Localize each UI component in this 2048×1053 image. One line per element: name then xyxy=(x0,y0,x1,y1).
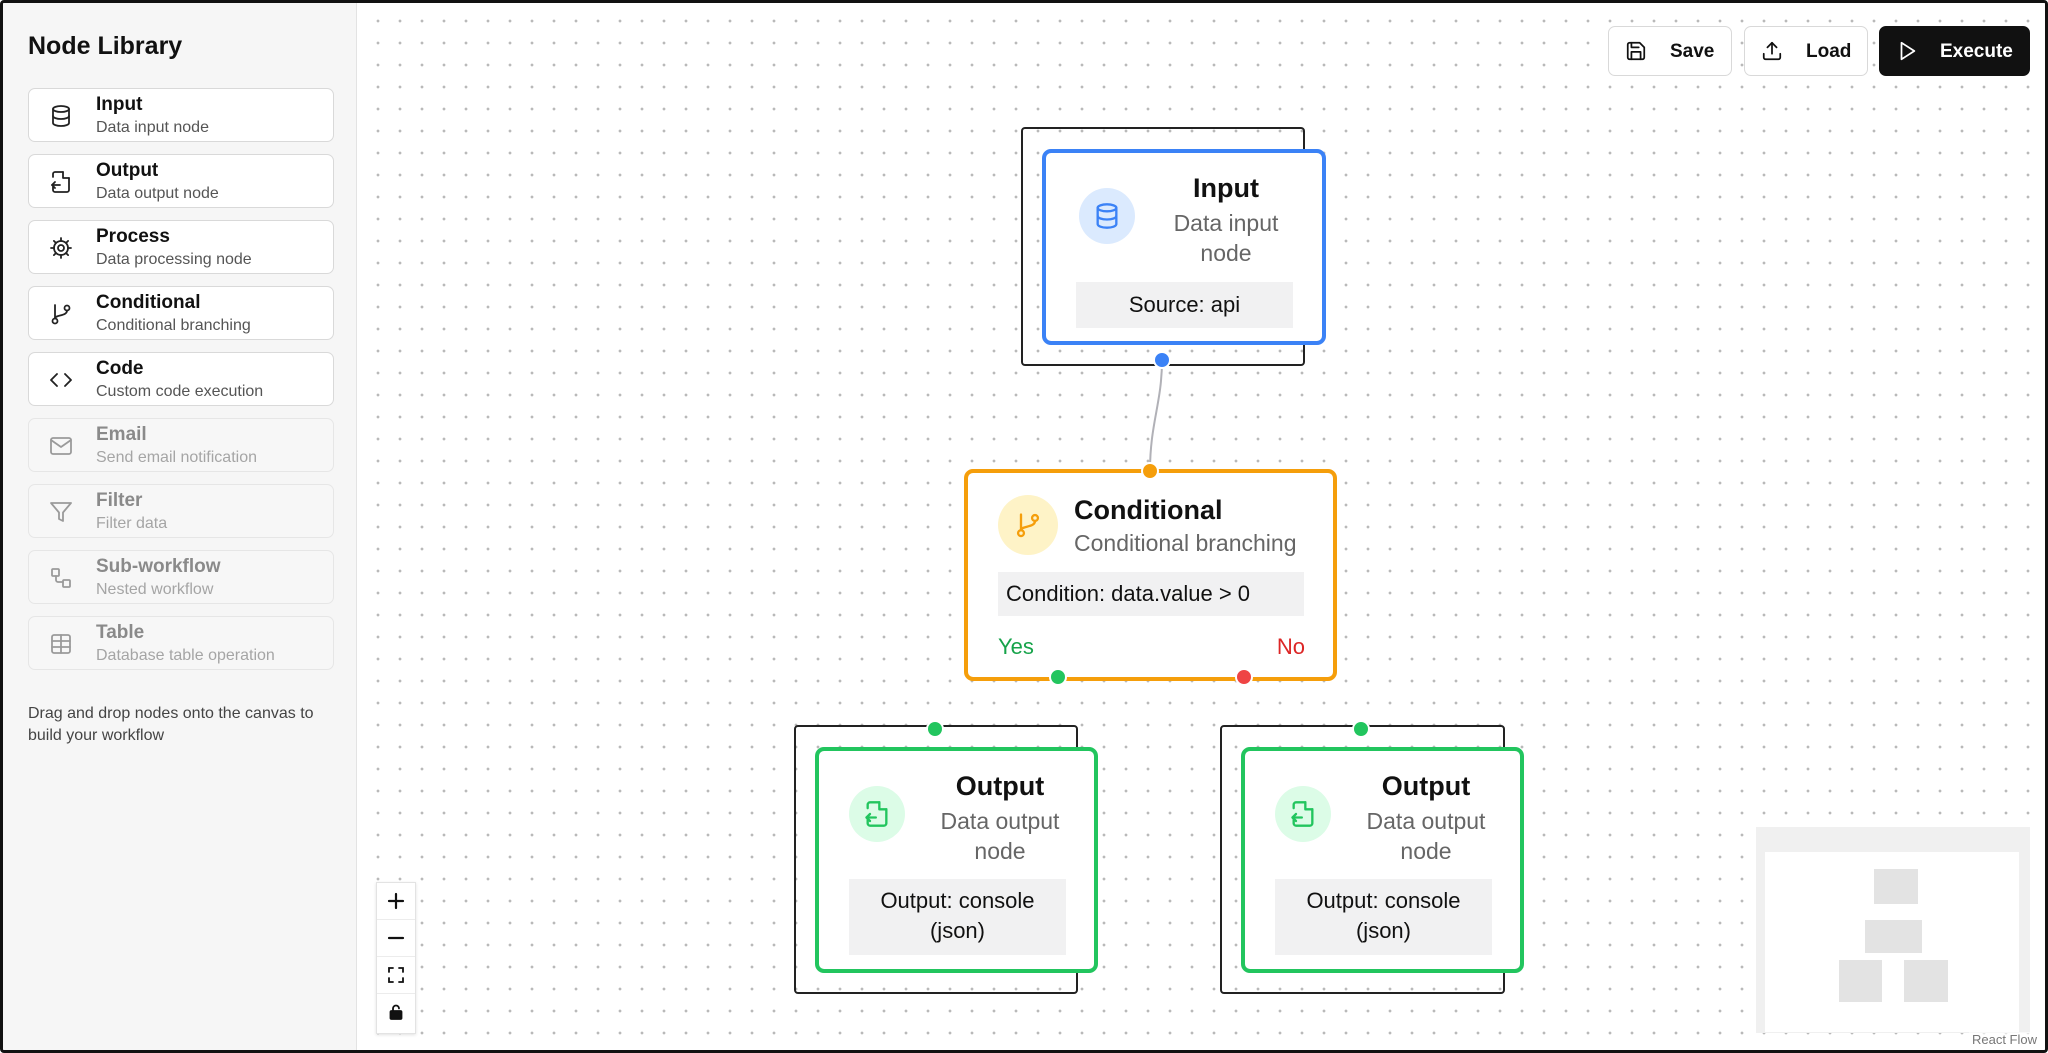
git-branch-icon xyxy=(49,302,73,326)
filter-icon xyxy=(49,500,73,524)
node-subtitle: Data input node xyxy=(1173,210,1279,266)
library-item-label: Sub-workflow xyxy=(96,556,221,577)
node-detail: Output: console (json) xyxy=(849,879,1066,955)
library-item-label: Input xyxy=(96,94,143,115)
code-icon xyxy=(49,368,73,392)
gear-icon xyxy=(49,236,73,260)
node-subtitle: Data output node xyxy=(940,808,1060,864)
minus-icon xyxy=(387,936,405,940)
minimap-viewport xyxy=(1765,852,2019,1032)
node-icon-badge xyxy=(849,786,905,842)
minimap-node xyxy=(1865,920,1922,953)
minimap-node xyxy=(1839,960,1882,1002)
upload-icon xyxy=(1761,40,1783,62)
library-item-output[interactable]: Output Data output node xyxy=(28,154,334,208)
input-node[interactable]: Input Data input node Source: api xyxy=(1042,149,1326,345)
execute-button[interactable]: Execute xyxy=(1879,26,2030,76)
workflow-icon xyxy=(49,566,73,590)
node-title: Output xyxy=(955,771,1045,801)
library-item-description: Conditional branching xyxy=(96,317,251,334)
library-item-label: Table xyxy=(96,622,145,643)
library-item-email[interactable]: Email Send email notification xyxy=(28,418,334,472)
load-label: Load xyxy=(1806,41,1852,62)
sidebar-title: Node Library xyxy=(28,32,183,60)
node-title: Output xyxy=(1381,771,1471,801)
node-icon-badge xyxy=(998,495,1058,555)
output-no-target-handle[interactable] xyxy=(1352,720,1370,738)
node-icon-badge xyxy=(1275,786,1331,842)
database-icon xyxy=(49,104,73,128)
node-title: Input xyxy=(1193,173,1259,203)
library-item-description: Nested workflow xyxy=(96,581,214,598)
library-item-description: Data processing node xyxy=(96,251,252,268)
library-item-description: Database table operation xyxy=(96,647,275,664)
library-item-table[interactable]: Table Database table operation xyxy=(28,616,334,670)
library-item-input[interactable]: Input Data input node xyxy=(28,88,334,142)
library-item-conditional[interactable]: Conditional Conditional branching xyxy=(28,286,334,340)
no-branch-label: No xyxy=(1276,634,1305,659)
library-item-sub-workflow[interactable]: Sub-workflow Nested workflow xyxy=(28,550,334,604)
execute-label: Execute xyxy=(1940,41,2013,62)
react-flow-attribution[interactable]: React Flow xyxy=(1968,1032,2040,1047)
library-item-label: Filter xyxy=(96,490,143,511)
conditional-target-handle[interactable] xyxy=(1141,462,1159,480)
input-node-source-handle[interactable] xyxy=(1153,351,1171,369)
node-library-sidebar: Node Library Input Data input node Outpu… xyxy=(3,3,357,1050)
save-icon xyxy=(1625,40,1647,62)
library-item-label: Email xyxy=(96,424,147,445)
library-item-label: Conditional xyxy=(96,292,201,313)
output-node-yes[interactable]: Output Data output node Output: console … xyxy=(815,747,1098,973)
output-yes-target-handle[interactable] xyxy=(926,720,944,738)
node-detail: Output: console (json) xyxy=(1275,879,1492,955)
node-icon-badge xyxy=(1079,188,1135,244)
git-branch-icon xyxy=(1016,513,1040,538)
library-item-description: Data output node xyxy=(96,185,219,202)
library-item-label: Code xyxy=(96,358,144,379)
file-output-icon xyxy=(1291,801,1314,827)
load-button[interactable]: Load xyxy=(1744,26,1868,76)
library-item-code[interactable]: Code Custom code execution xyxy=(28,352,334,406)
database-icon xyxy=(1096,203,1118,229)
lock-button[interactable] xyxy=(377,994,415,1031)
output-node-no[interactable]: Output Data output node Output: console … xyxy=(1241,747,1524,973)
node-subtitle: Data output node xyxy=(1366,808,1486,864)
canvas-controls xyxy=(376,882,416,1034)
zoom-out-button[interactable] xyxy=(377,920,415,957)
node-detail: Condition: data.value > 0 xyxy=(998,572,1304,616)
library-item-description: Send email notification xyxy=(96,449,257,466)
file-output-icon xyxy=(49,170,73,194)
play-icon xyxy=(1896,40,1918,62)
minimap-node xyxy=(1874,869,1918,904)
conditional-no-handle[interactable] xyxy=(1235,668,1253,686)
library-item-filter[interactable]: Filter Filter data xyxy=(28,484,334,538)
save-button[interactable]: Save xyxy=(1608,26,1732,76)
sidebar-hint: Drag and drop nodes onto the canvas to b… xyxy=(28,705,314,744)
library-item-label: Process xyxy=(96,226,170,247)
conditional-node[interactable]: Conditional Conditional branching Condit… xyxy=(964,469,1337,681)
save-label: Save xyxy=(1670,41,1715,62)
conditional-yes-handle[interactable] xyxy=(1049,668,1067,686)
minimap[interactable] xyxy=(1756,827,2030,1033)
node-title: Conditional xyxy=(1074,495,1223,525)
library-item-description: Filter data xyxy=(96,515,168,532)
plus-icon xyxy=(387,892,405,910)
fit-view-button[interactable] xyxy=(377,957,415,994)
minimap-node xyxy=(1904,960,1948,1002)
library-item-description: Data input node xyxy=(96,119,209,136)
table-icon xyxy=(49,632,73,656)
node-detail: Source: api xyxy=(1076,282,1293,328)
node-subtitle: Conditional branching xyxy=(1074,530,1297,556)
library-item-process[interactable]: Process Data processing node xyxy=(28,220,334,274)
yes-branch-label: Yes xyxy=(998,634,1034,659)
mail-icon xyxy=(49,434,73,458)
zoom-in-button[interactable] xyxy=(377,883,415,920)
fit-view-icon xyxy=(388,967,404,983)
library-item-label: Output xyxy=(96,160,159,181)
lock-icon xyxy=(389,1004,403,1020)
library-item-description: Custom code execution xyxy=(96,383,264,400)
file-output-icon xyxy=(865,801,888,827)
